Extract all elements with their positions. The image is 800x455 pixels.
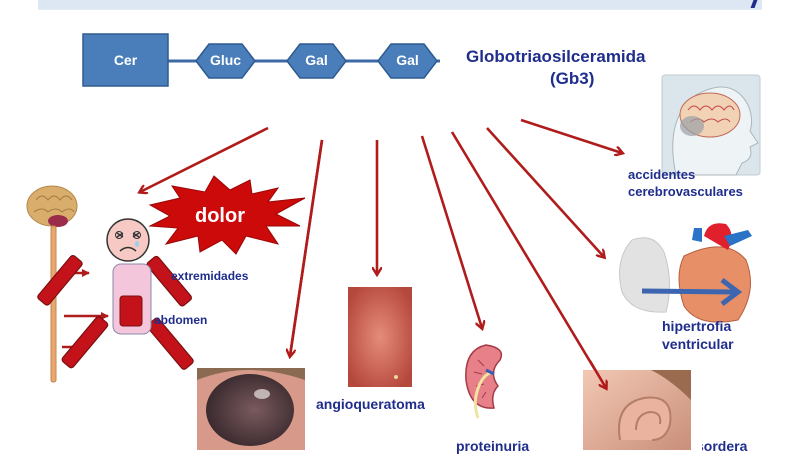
proteinuria-label: proteinuria <box>456 438 530 454</box>
kidney-illustration <box>465 344 503 419</box>
gal-hexagon-1 <box>286 43 347 79</box>
extremities-label: extremidades <box>171 269 249 283</box>
pain-label: dolor <box>195 205 245 227</box>
gb3-abbrev: (Gb3) <box>550 69 595 88</box>
gb3-chain <box>82 33 440 87</box>
arrow-to-kidney <box>420 135 482 328</box>
stroke-label-line1: accidentes <box>628 167 696 182</box>
corneal-opacity-photo <box>197 368 305 450</box>
hypertrophy-label-line1: hipertrofia <box>662 318 732 334</box>
angiokeratoma-label: angioqueratoma <box>316 396 425 412</box>
gluc-label: Gluc <box>209 52 242 68</box>
arrow-to-brain <box>520 118 622 153</box>
gb3-name: Globotriaosilceramida <box>466 47 646 66</box>
arrow-to-heart <box>486 127 604 257</box>
gluc-hexagon <box>195 43 256 79</box>
abdomen-label: abdomen <box>154 313 208 327</box>
hearing-loss-label: sordera <box>702 438 753 455</box>
heart-hypertrophy-illustration <box>619 223 752 323</box>
brain-head-illustration <box>661 74 761 176</box>
gal-label-1: Gal <box>305 52 328 68</box>
gal-hexagon-2 <box>377 43 438 79</box>
gal-label-2: Gal <box>396 52 419 68</box>
hypertrophy-label-line2: ventricular <box>662 336 734 352</box>
cer-label: Cer <box>113 52 138 68</box>
arrow-to-pain <box>140 126 269 192</box>
pain-burst <box>148 175 306 255</box>
arrow-to-eye-overlay <box>288 139 324 357</box>
stroke-label-line2: cerebrovasculares <box>628 184 743 199</box>
arrow-to-ear <box>450 131 606 388</box>
brain-spinal-cord-illustration <box>26 185 78 383</box>
hearing-loss-text: sordera <box>696 438 748 454</box>
title-banner <box>38 0 762 10</box>
angiokeratoma-photo <box>348 287 412 387</box>
ear-photo <box>583 370 691 450</box>
pain-figure <box>37 218 194 370</box>
cer-box <box>82 33 169 87</box>
